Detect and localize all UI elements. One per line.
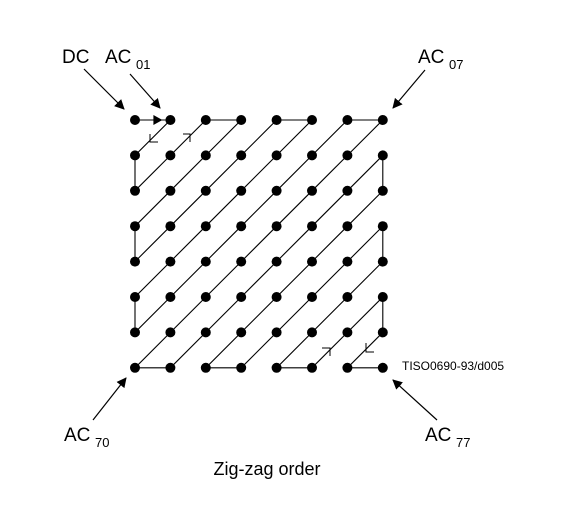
coefficient-dot: [236, 221, 247, 232]
coefficient-dot: [200, 256, 211, 267]
dc-label: DC: [62, 47, 89, 68]
coefficient-dot: [307, 185, 317, 196]
coefficient-dot: [200, 362, 211, 373]
ac70-label-sub: 70: [95, 435, 109, 450]
coefficient-grid: [130, 115, 388, 373]
coefficient-dot: [130, 221, 140, 232]
ac77-arrow: [392, 379, 438, 421]
coefficient-dot: [236, 362, 247, 373]
coefficient-dot: [200, 185, 211, 196]
coefficient-dot: [130, 150, 140, 161]
coefficient-dot: [200, 221, 211, 232]
direction-marker-down-left: [365, 343, 374, 353]
coefficient-dot: [130, 185, 140, 196]
coefficient-dot: [377, 256, 388, 267]
ac01-label: AC 01: [105, 47, 150, 72]
coefficient-dot: [165, 292, 176, 302]
coefficient-dot: [377, 362, 388, 373]
coefficient-dot: [377, 221, 388, 232]
coefficient-dot: [236, 327, 247, 338]
coefficient-dot: [200, 115, 211, 125]
ac70-label-main: AC: [64, 425, 90, 446]
coefficient-dot: [307, 221, 317, 232]
coefficient-dot: [236, 256, 247, 267]
coefficient-dot: [165, 256, 176, 267]
coefficient-dot: [165, 115, 176, 125]
direction-marker-up-right: [183, 133, 191, 142]
coefficient-dot: [271, 256, 282, 267]
coefficient-dot: [130, 327, 140, 338]
coefficient-dot: [307, 115, 317, 125]
coefficient-dot: [130, 292, 140, 302]
coefficient-dot: [342, 150, 353, 161]
coefficient-dot: [377, 292, 388, 302]
coefficient-dot: [271, 362, 282, 373]
direction-marker-up-right: [322, 347, 331, 356]
coefficient-dot: [342, 256, 353, 267]
coefficient-dot: [377, 327, 388, 338]
ac70-arrow: [92, 377, 127, 421]
coefficient-dot: [130, 256, 140, 267]
coefficient-dot: [342, 362, 353, 373]
coefficient-dot: [271, 150, 282, 161]
coefficient-dot: [236, 292, 247, 302]
zigzag-path: [133, 115, 385, 369]
coefficient-dot: [342, 327, 353, 338]
coefficient-dot: [307, 256, 317, 267]
coefficient-dot: [307, 327, 317, 338]
direction-markers: [149, 133, 374, 356]
reference-code: TISO0690-93/d005: [402, 359, 504, 373]
coefficient-dot: [271, 327, 282, 338]
coefficient-dot: [307, 150, 317, 161]
ac77-label-sub: 77: [456, 435, 470, 450]
coefficient-dot: [165, 327, 176, 338]
coefficient-dot: [307, 292, 317, 302]
ac70-label: AC 70: [64, 425, 109, 450]
ac77-label-main: AC: [425, 425, 451, 446]
coefficient-dot: [342, 115, 353, 125]
coefficient-dot: [236, 115, 247, 125]
coefficient-dot: [377, 150, 388, 161]
ac07-label-sub: 07: [449, 57, 463, 72]
diagram-caption: Zig-zag order: [213, 459, 320, 479]
ac01-label-main: AC: [105, 47, 131, 68]
ac07-label: AC 07: [418, 47, 463, 72]
coefficient-dot: [377, 115, 388, 125]
coefficient-dot: [165, 150, 176, 161]
ac01-label-sub: 01: [136, 57, 150, 72]
ac07-label-main: AC: [418, 47, 444, 68]
ac07-arrow: [392, 69, 426, 109]
coefficient-dot: [236, 150, 247, 161]
coefficient-dot: [236, 185, 247, 196]
coefficient-dot: [342, 221, 353, 232]
coefficient-dot: [165, 185, 176, 196]
coefficient-dot: [165, 221, 176, 232]
ac01-arrow: [129, 73, 161, 109]
coefficient-dot: [342, 185, 353, 196]
coefficient-dot: [200, 150, 211, 161]
ac77-label: AC 77: [425, 425, 470, 450]
direction-marker-down-left: [149, 134, 158, 143]
coefficient-dot: [130, 115, 140, 125]
coefficient-dot: [271, 185, 282, 196]
corner-arrows: [83, 68, 438, 421]
coefficient-dot: [271, 221, 282, 232]
coefficient-dot: [377, 185, 388, 196]
scan-start-arrowhead: [153, 115, 163, 125]
coefficient-dot: [165, 362, 176, 373]
coefficient-dot: [130, 362, 140, 373]
coefficient-dot: [307, 362, 317, 373]
scan-path-line: [133, 119, 385, 369]
coefficient-dot: [271, 115, 282, 125]
coefficient-dot: [271, 292, 282, 302]
coefficient-dot: [342, 292, 353, 302]
coefficient-dot: [200, 327, 211, 338]
dc-arrow: [83, 68, 125, 110]
coefficient-dot: [200, 292, 211, 302]
